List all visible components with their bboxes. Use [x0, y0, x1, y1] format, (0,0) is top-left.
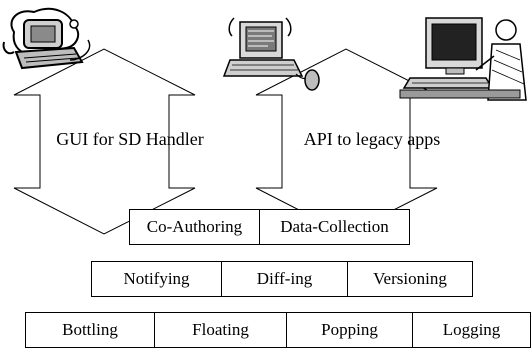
diff-ing-box: Diff-ing: [221, 261, 348, 297]
left-double-arrow: [13, 48, 196, 235]
bottling-box: Bottling: [25, 312, 155, 348]
data-collection-box: Data-Collection: [259, 209, 410, 245]
notifying-box: Notifying: [91, 261, 222, 297]
floating-box: Floating: [154, 312, 287, 348]
gui-arrow-label: GUI for SD Handler: [56, 128, 204, 149]
popping-box: Popping: [286, 312, 413, 348]
versioning-box: Versioning: [347, 261, 473, 297]
laptop-with-mouse-icon: [222, 17, 320, 91]
right-double-arrow: [255, 48, 438, 235]
co-authoring-box: Co-Authoring: [129, 209, 260, 245]
cartoon-computer-icon: [2, 7, 91, 70]
api-arrow-label: API to legacy apps: [303, 128, 441, 149]
logging-box: Logging: [412, 312, 531, 348]
person-at-computer-icon: [399, 17, 527, 101]
